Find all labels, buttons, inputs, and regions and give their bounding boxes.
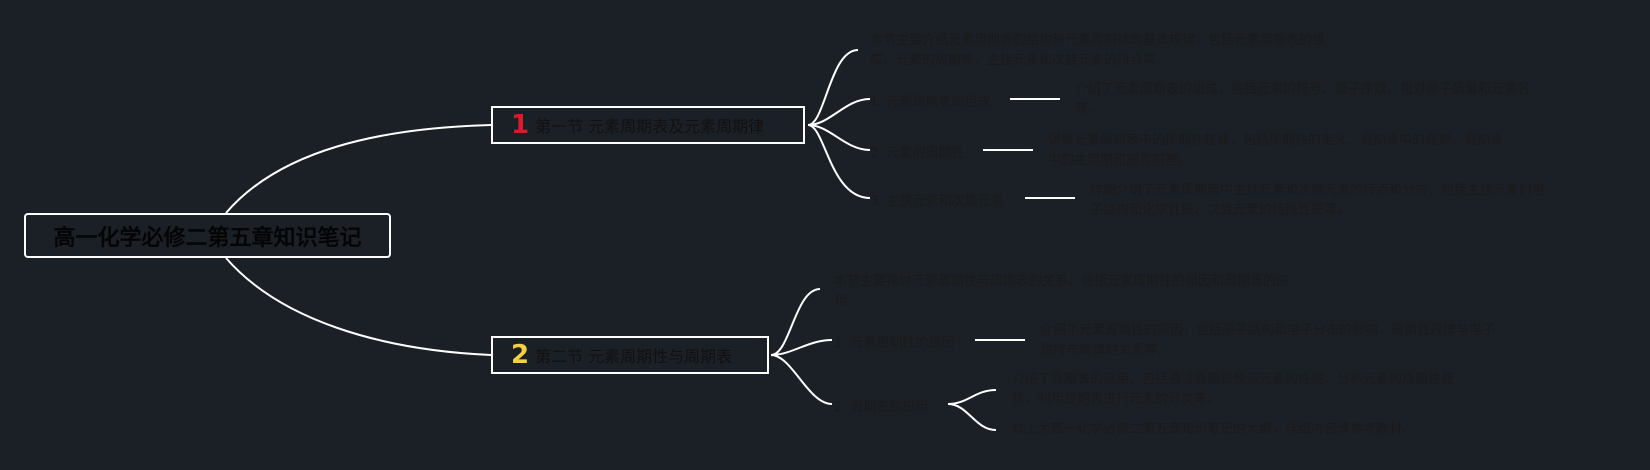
section-2-item-2-detail-line-2: 势、利用周期表进行元素的分类等。 — [1012, 392, 1221, 407]
root-label: 高一化学必修二第五章知识笔记 — [53, 225, 362, 251]
section-1-item-1-detail[interactable]: 介绍了元素周期表的组成，包括元素的符号、原子序数、相对原子质量和元素名 等。 — [1075, 80, 1530, 120]
section-1-node[interactable]: 1 第一节 元素周期表及元素周期律 — [491, 106, 805, 144]
section-2-item-1-detail-line-2: 层排布规律的关系等。 — [1040, 343, 1171, 358]
section-1-item-1-detail-line-1: 介绍了元素周期表的组成，包括元素的符号、原子序数、相对原子质量和元素名 — [1075, 82, 1531, 97]
connector-s1-intro — [807, 49, 859, 126]
connector-s2-item1 — [770, 339, 833, 356]
section-2-title: 第二节 元素周期性与周期表 — [535, 347, 733, 366]
section-1-item-2[interactable]: 2. 元素的周期性 — [870, 142, 965, 161]
section-2-item-2-detail-line-1: 介绍了周期表的应用，包括通过周期表预测元素的性质、分析元素的周期性趋 — [1012, 372, 1455, 387]
section-2-intro[interactable]: 本节主要探讨元素周期性与周期表的关系，包括元素周期性的原因和周期表的应 用。 — [834, 272, 1289, 312]
section-1-item-1-label: 1. 元素周期表的组成 — [870, 95, 991, 110]
section-1-intro-line-1: 本节主要介绍元素周期表的结构和元素周期律的基本规律，包括元素周期表的组 — [870, 33, 1326, 48]
section-2-intro-line-2: 用。 — [834, 294, 861, 309]
section-1-title: 第一节 元素周期表及元素周期律 — [535, 117, 765, 136]
root-node[interactable]: 高一化学必修二第五章知识笔记 — [24, 213, 391, 258]
section-1-item-2-detail-line-1: 讲解元素周期表中的周期性规律，包括周期性的定义、周期表中的周期、周期表 — [1048, 133, 1504, 148]
connector-s1-item2 — [807, 124, 871, 151]
section-2-intro-line-1: 本节主要探讨元素周期性与周期表的关系，包括元素周期性的原因和周期表的应 — [834, 274, 1290, 289]
section-2-item-1[interactable]: 1. 元素周期性的原因 — [834, 332, 955, 351]
section-1-intro[interactable]: 本节主要介绍元素周期表的结构和元素周期律的基本规律，包括元素周期表的组 成、元素… — [870, 31, 1325, 71]
section-2-item-1-detail[interactable]: 介绍了元素周期性的原因，包括原子结构和电子分布的影响、周期性规律与电子 层排布规… — [1040, 321, 1495, 361]
section-2-item-2-label: 2. 周期表的应用 — [834, 400, 929, 415]
section-1-item-3-detail-line-2: 子结构和化学性质、次族元素的特殊性质等。 — [1090, 203, 1351, 218]
section-2-item-1-label: 1. 元素周期性的原因 — [834, 336, 955, 351]
connector-root-s2 — [225, 257, 492, 356]
connector-root-s1 — [225, 124, 492, 214]
section-2-number: 2 — [511, 340, 530, 370]
section-1-item-1[interactable]: 1. 元素周期表的组成 — [870, 91, 991, 110]
connector-s2-item2-detail — [947, 389, 997, 405]
connector-s1-item1 — [807, 98, 871, 126]
section-1-item-3-detail-line-1: 详细介绍了元素周期表中主族元素和次族元素的特点和分布，包括主族元素的电 — [1090, 183, 1546, 198]
section-1-item-2-detail[interactable]: 讲解元素周期表中的周期性规律，包括周期性的定义、周期表中的周期、周期表 中的主周… — [1048, 131, 1503, 171]
section-2-node[interactable]: 2 第二节 元素周期性与周期表 — [491, 336, 769, 374]
connector-s2-intro — [770, 288, 821, 356]
section-1-number: 1 — [511, 110, 530, 140]
section-1-item-2-detail-line-2: 中的主周期和副周期等。 — [1048, 153, 1192, 168]
section-1-item-3-detail[interactable]: 详细介绍了元素周期表中主族元素和次族元素的特点和分布，包括主族元素的电 子结构和… — [1090, 181, 1545, 221]
section-2-item-2-detail[interactable]: 介绍了周期表的应用，包括通过周期表预测元素的性质、分析元素的周期性趋 势、利用周… — [1012, 370, 1454, 410]
section-2-item-2-detail-2-line: 以上为高一化学必修二第五章知识笔记的大纲，详细内容请参考教材。 — [1012, 422, 1416, 437]
connector-s2-item2 — [770, 354, 833, 405]
connector-s2-item2-detail2 — [947, 403, 997, 431]
connector-s1-item3 — [807, 124, 871, 199]
section-2-item-1-detail-line-1: 介绍了元素周期性的原因，包括原子结构和电子分布的影响、周期性规律与电子 — [1040, 323, 1496, 338]
section-1-item-1-detail-line-2: 等。 — [1075, 102, 1102, 117]
section-1-item-3-label: 3. 主族元素和次族元素 — [870, 194, 1004, 209]
section-2-item-2[interactable]: 2. 周期表的应用 — [834, 396, 929, 415]
section-2-item-2-detail-2[interactable]: 以上为高一化学必修二第五章知识笔记的大纲，详细内容请参考教材。 — [1012, 420, 1415, 440]
section-1-item-2-label: 2. 元素的周期性 — [870, 146, 965, 161]
section-1-intro-line-2: 成、元素的周期性、主族元素和次族元素的特点等。 — [870, 53, 1170, 68]
section-1-item-3[interactable]: 3. 主族元素和次族元素 — [870, 190, 1004, 209]
